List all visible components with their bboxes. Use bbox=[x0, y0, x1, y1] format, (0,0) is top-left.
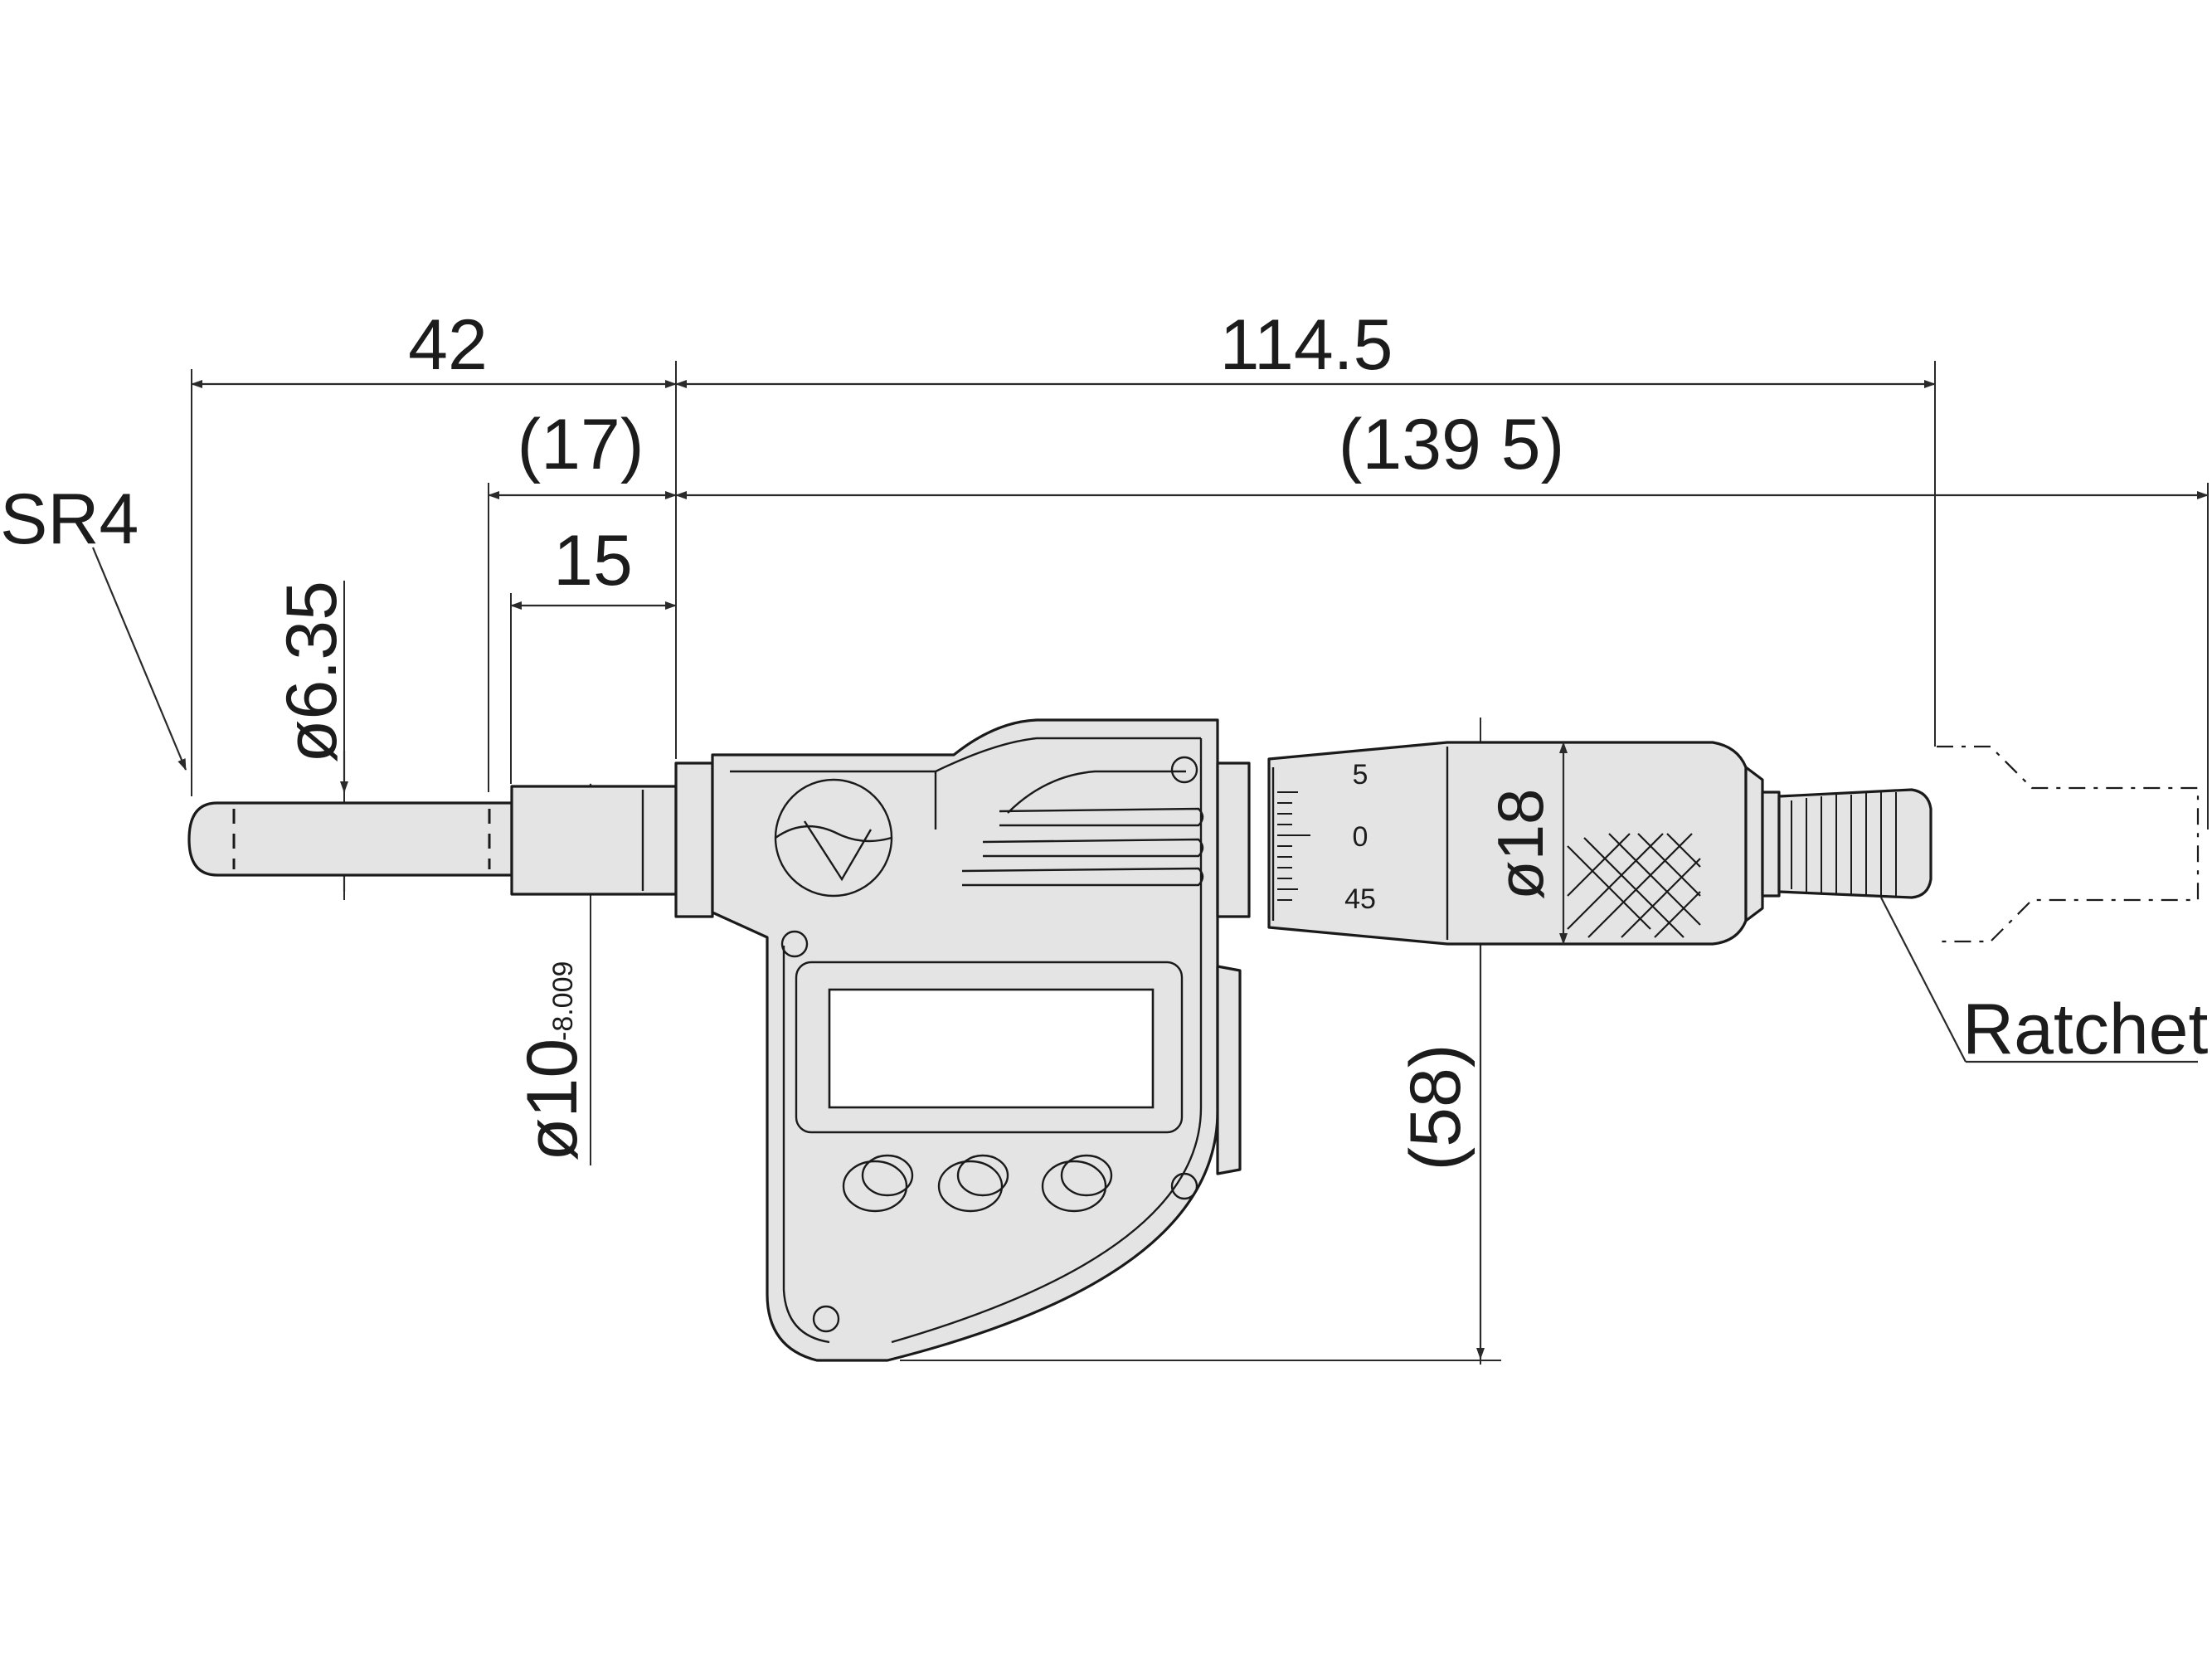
sr4-label: SR4 bbox=[0, 479, 139, 559]
dimension-dia-10-label: ø10 bbox=[513, 1039, 592, 1161]
dimension-15: 15 bbox=[510, 521, 677, 784]
button-2 bbox=[937, 1154, 1009, 1213]
button-1 bbox=[842, 1154, 914, 1213]
dimension-dia-10-tolerance: -8.009 bbox=[547, 961, 579, 1041]
ratchet-callout: Ratchet bbox=[1880, 897, 2208, 1069]
dimension-114-5: 114.5 bbox=[675, 305, 1936, 747]
body-housing bbox=[711, 718, 1242, 1362]
spindle bbox=[187, 801, 513, 877]
stem bbox=[510, 761, 714, 918]
dimension-dia-18-label: ø18 bbox=[1484, 789, 1557, 900]
side-connector bbox=[1216, 965, 1242, 1175]
lcd-screen bbox=[828, 988, 1155, 1109]
thimble-knurl bbox=[1567, 833, 1701, 938]
dimension-58-label: (58) bbox=[1396, 1044, 1475, 1171]
dimension-15-label: 15 bbox=[553, 521, 633, 601]
thimble-scale-0: 0 bbox=[1353, 821, 1369, 853]
dimension-dia-6-35-label: ø6.35 bbox=[272, 581, 352, 763]
micrometer-head: 5 0 45 ø18 bbox=[187, 718, 2208, 1362]
thimble: 5 0 45 bbox=[1267, 741, 1748, 946]
thimble-scale-45: 45 bbox=[1344, 883, 1376, 915]
dimension-139-5-label: (139 5) bbox=[1339, 405, 1565, 484]
sr4-callout: SR4 bbox=[0, 479, 187, 771]
thimble-scale-5: 5 bbox=[1353, 759, 1369, 791]
ratchet-label: Ratchet bbox=[1962, 990, 2208, 1069]
button-3 bbox=[1041, 1154, 1113, 1213]
dimension-dia-18: ø18 bbox=[1484, 742, 1568, 945]
dimension-114-5-label: 114.5 bbox=[1220, 305, 1393, 385]
lcd-frame bbox=[795, 961, 1184, 1134]
ratchet bbox=[1744, 745, 2200, 943]
dimension-139-5: (139 5) bbox=[675, 405, 2209, 830]
thimble-scale-ticks bbox=[1277, 791, 1310, 901]
dimension-17: (17) bbox=[488, 405, 677, 792]
sleeve-collar bbox=[1216, 761, 1251, 918]
dimension-17-label: (17) bbox=[518, 405, 644, 484]
dimension-42: 42 bbox=[191, 305, 677, 796]
dimension-58: (58) bbox=[900, 718, 1501, 1365]
dimension-42-label: 42 bbox=[408, 305, 488, 385]
